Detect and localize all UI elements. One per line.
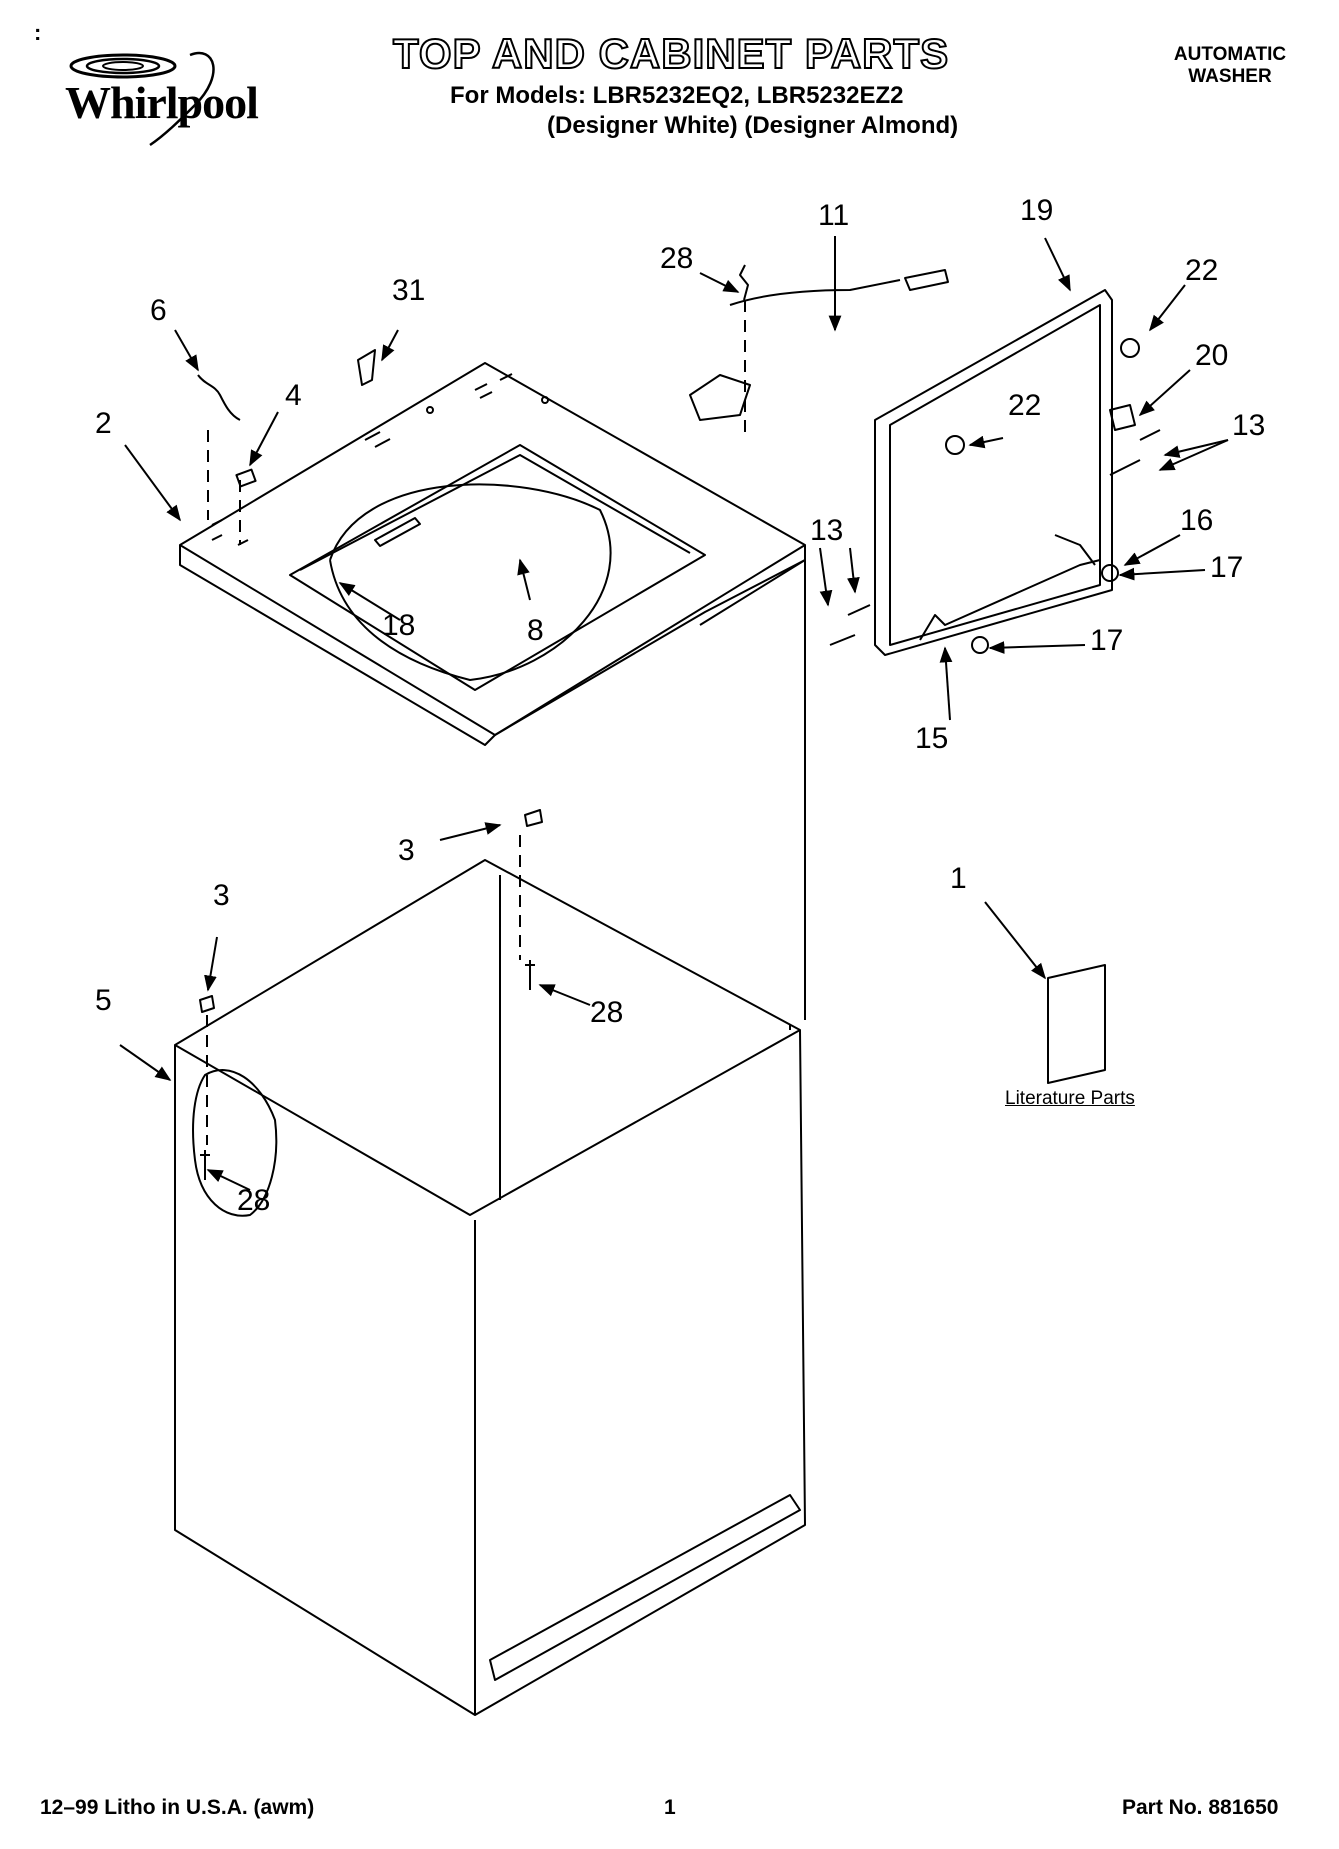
page-number: 1 (664, 1796, 676, 1819)
callout-16: 16 (1180, 504, 1213, 537)
callout-20: 20 (1195, 339, 1228, 372)
page-title: TOP AND CABINET PARTS (392, 29, 950, 78)
part-17-cap (971, 636, 989, 654)
part-3-clip (199, 995, 215, 1013)
callout-13-hinge: 13 (810, 514, 843, 547)
part-4-pad (235, 468, 257, 488)
print-info: 12–99 Litho in U.S.A. (awm) (40, 1796, 315, 1819)
callout-3-rear: 3 (398, 834, 415, 867)
part-20-latch (1109, 404, 1136, 431)
callout-28-cabinet-rear: 28 (590, 996, 623, 1029)
part-22-bumper (1120, 338, 1140, 358)
callout-3-front: 3 (213, 879, 230, 912)
whirlpool-swirl-icon (69, 51, 215, 147)
callout-2: 2 (95, 407, 112, 440)
whirlpool-logo: Whirlpool (55, 50, 285, 160)
literature-parts-label: Literature Parts (1005, 1088, 1135, 1109)
part-3-clip (524, 809, 543, 827)
callout-6: 6 (150, 294, 167, 327)
variants-line: (Designer White) (Designer Almond) (547, 112, 959, 139)
callout-22-top: 22 (1185, 254, 1218, 287)
callout-17-right: 17 (1210, 551, 1243, 584)
part-6-clip (197, 374, 241, 421)
top-panel-drawing (179, 362, 806, 746)
brand-wordmark: Whirlpool (65, 77, 259, 128)
part-number: Part No. 881650 (1122, 1796, 1279, 1819)
callout-8: 8 (527, 614, 544, 647)
part-31-bracket (357, 349, 376, 386)
cabinet-drawing (174, 859, 806, 1716)
callout-28-lid-switch-screw: 28 (660, 242, 693, 275)
callout-13-lid: 13 (1232, 409, 1265, 442)
product-type: AUTOMATIC WASHER (1173, 44, 1287, 87)
lid-drawing (874, 289, 1113, 656)
callout-28-cabinet-front: 28 (237, 1184, 270, 1217)
lid-switch (689, 374, 751, 421)
part-28-screw (200, 1150, 210, 1180)
callout-11: 11 (818, 199, 849, 232)
part-13-screws (829, 604, 871, 646)
part-17-cap (1101, 564, 1119, 582)
callout-19: 19 (1020, 194, 1053, 227)
part-28-screw (525, 960, 535, 990)
models-line: For Models: LBR5232EQ2, LBR5232EZ2 (450, 82, 904, 109)
callout-17-bottom: 17 (1090, 624, 1123, 657)
callout-31: 31 (392, 274, 425, 307)
callout-1: 1 (950, 862, 967, 895)
callout-22-lid: 22 (1008, 389, 1041, 422)
callout-5: 5 (95, 984, 112, 1017)
callout-18: 18 (382, 609, 415, 642)
part-11-harness (729, 279, 901, 306)
literature-booklet (1047, 964, 1106, 1084)
part-13-screws (1109, 429, 1161, 476)
page-marker: : (34, 20, 42, 45)
part-22-bumper (945, 435, 965, 455)
callout-15: 15 (915, 722, 948, 755)
part-28-screw (739, 264, 749, 301)
callout-4: 4 (285, 379, 302, 412)
